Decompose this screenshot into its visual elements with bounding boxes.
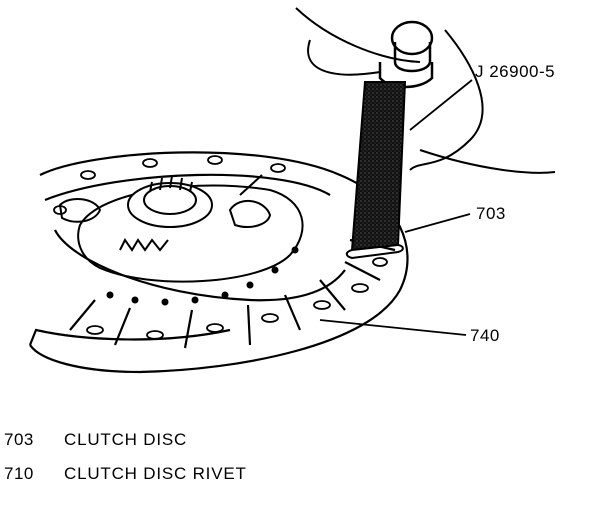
tool-knob bbox=[378, 20, 434, 89]
leader-rivet bbox=[319, 319, 467, 336]
legend-row: 703 CLUTCH DISC bbox=[4, 430, 584, 464]
leader-lines bbox=[319, 79, 473, 336]
legend-number: 710 bbox=[4, 464, 34, 483]
leader-disc bbox=[404, 213, 471, 233]
hub-rivets bbox=[106, 246, 299, 306]
friction-rivets bbox=[53, 155, 388, 340]
callout-rivet: 740 bbox=[470, 326, 500, 345]
legend-description: CLUTCH DISC RIVET bbox=[64, 464, 247, 483]
parts-legend: 703 CLUTCH DISC 710 CLUTCH DISC RIVET bbox=[4, 430, 584, 498]
clutch-disc bbox=[28, 151, 409, 374]
leader-tool bbox=[409, 79, 473, 131]
callout-disc: 703 bbox=[476, 204, 506, 223]
legend-row: 710 CLUTCH DISC RIVET bbox=[4, 464, 584, 498]
tool-body-outline bbox=[295, 7, 556, 174]
hub-plate bbox=[58, 174, 304, 283]
legend-description: CLUTCH DISC bbox=[64, 430, 188, 449]
clutch-disc-illustration bbox=[28, 7, 556, 374]
legend-number: 703 bbox=[4, 430, 34, 449]
tool-shaft bbox=[345, 81, 407, 260]
callout-tool: J 26900-5 bbox=[475, 62, 556, 81]
